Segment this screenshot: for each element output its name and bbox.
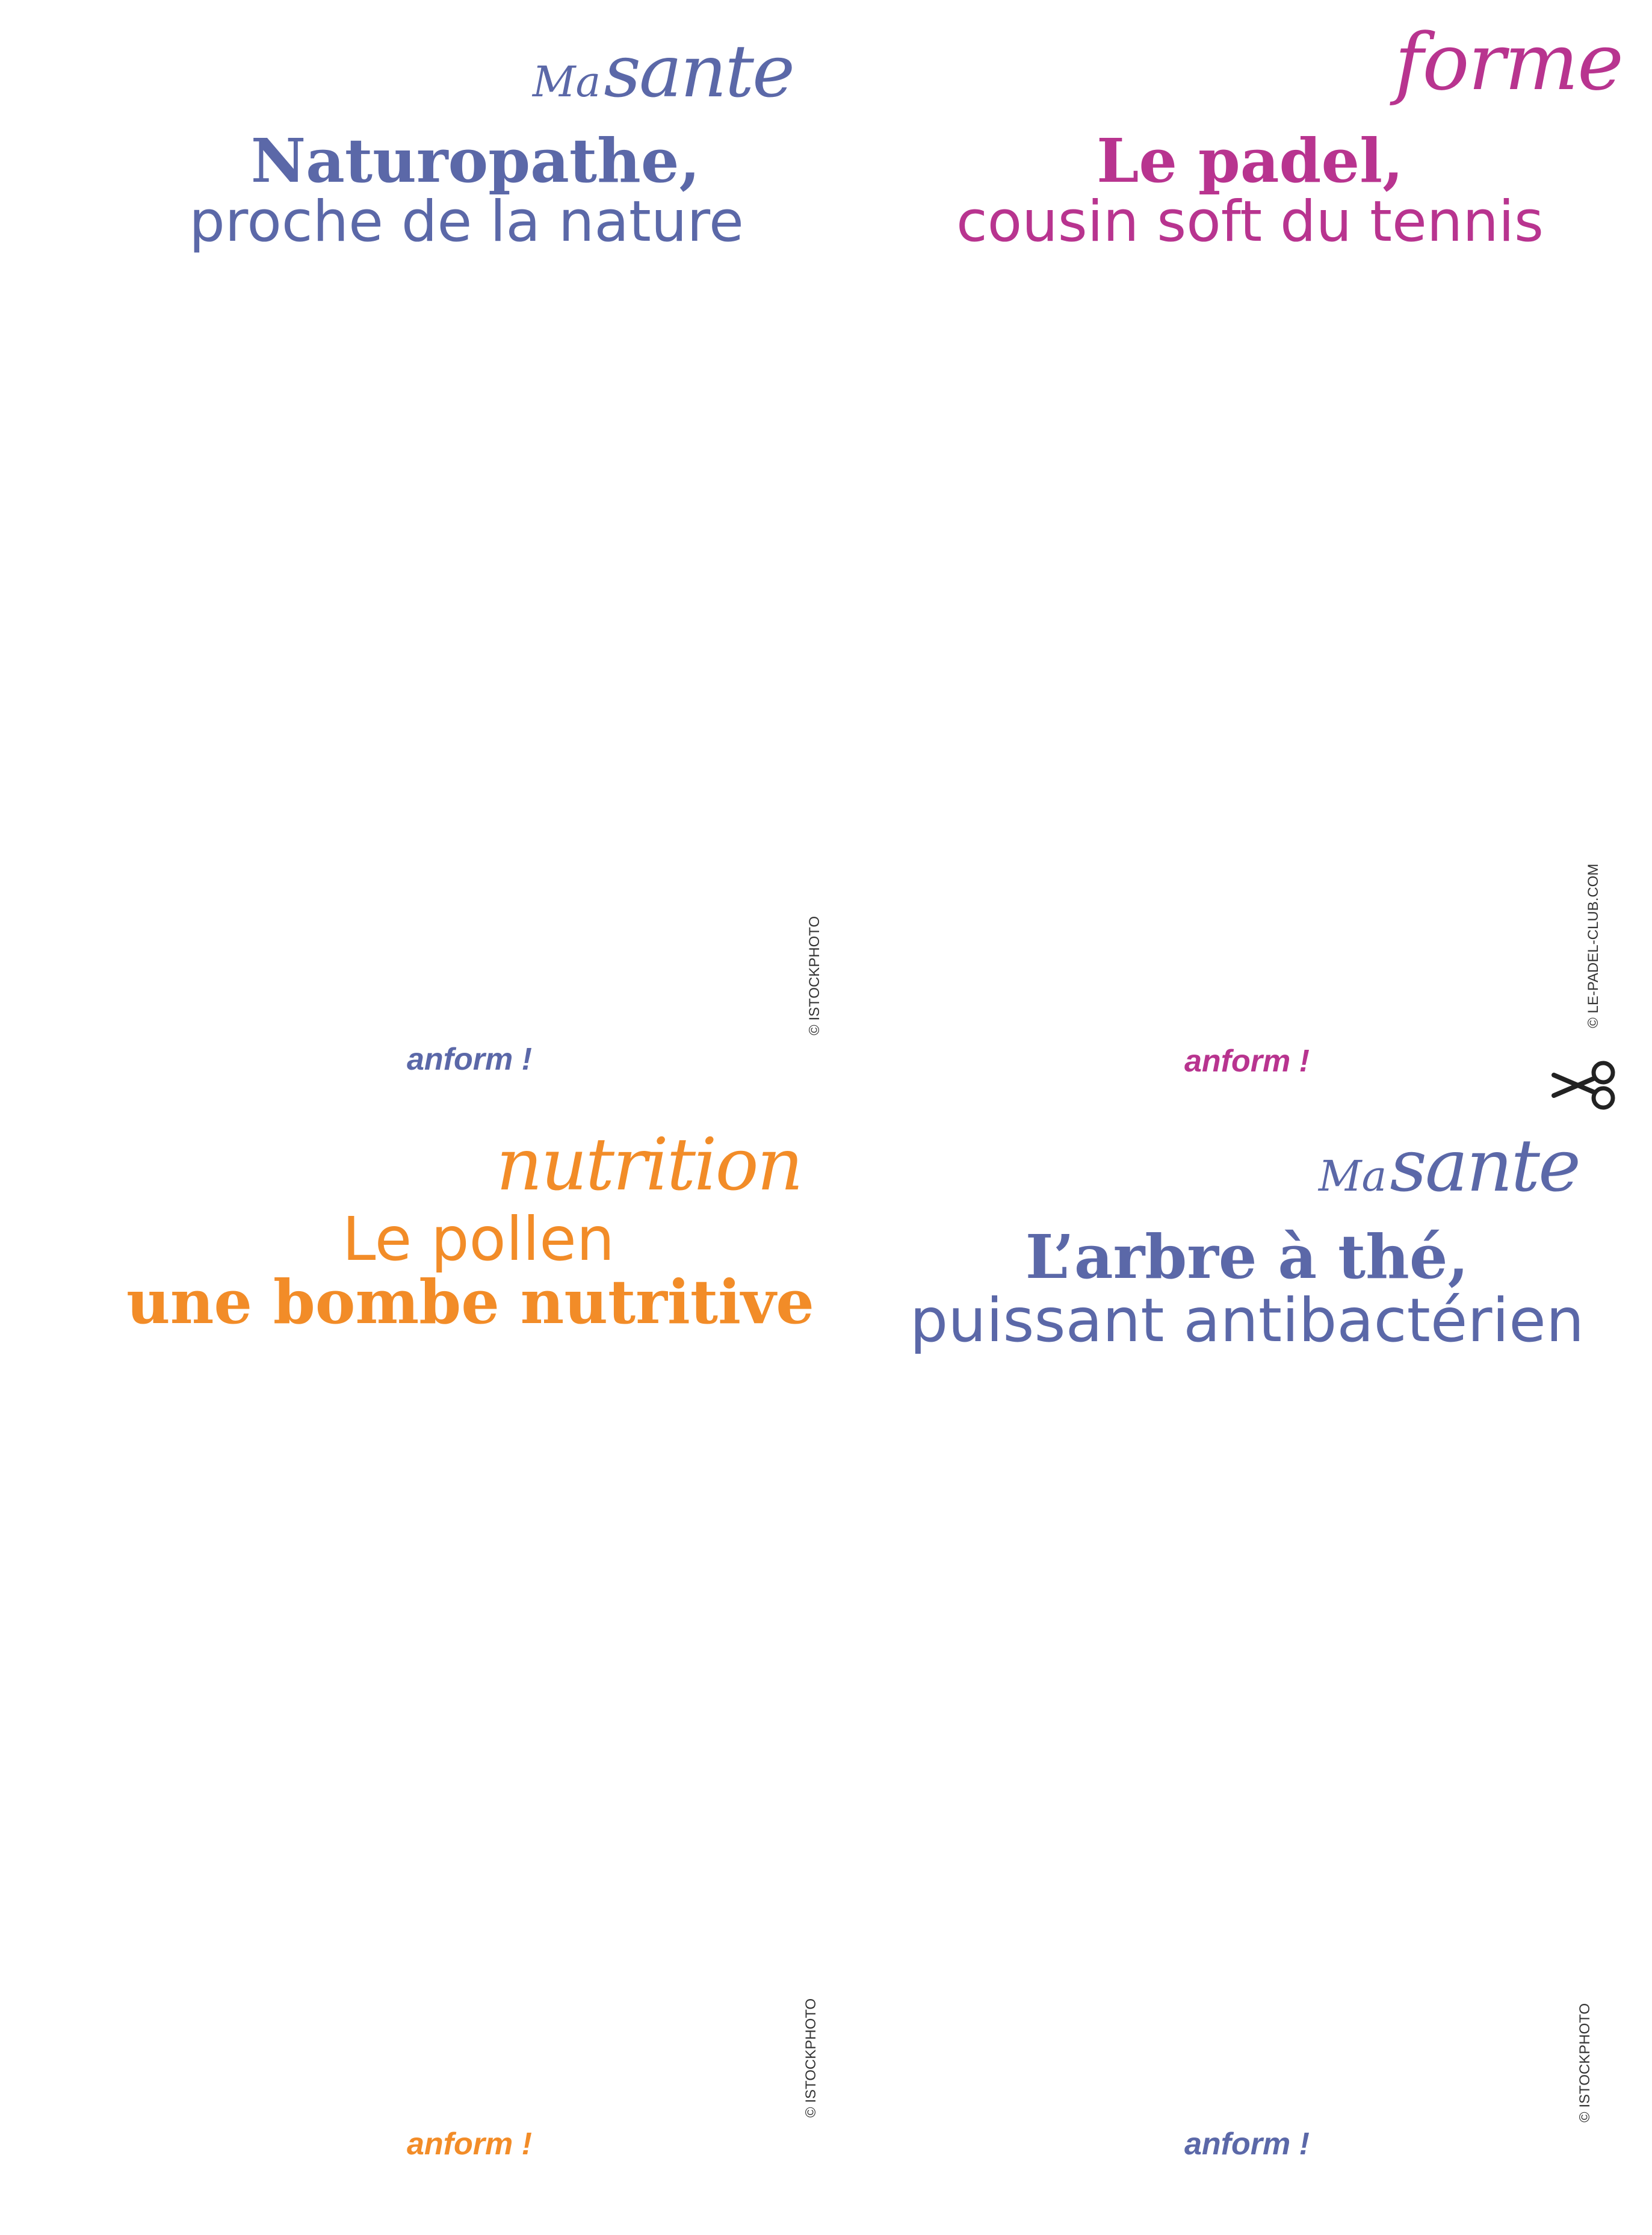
photo-credit: © ISTOCKPHOTO [803, 1998, 819, 2118]
photo-credit: © LE-PADEL-CLUB.COM [1585, 863, 1601, 1028]
category-label: nutrition [496, 1129, 803, 1201]
card-title: Le pollen [342, 1204, 615, 1274]
scissors-icon [1551, 1061, 1615, 1110]
category-name: nutrition [496, 1123, 803, 1207]
brand-logo: anform ! [1184, 1044, 1310, 1079]
card-title: L’arbre à thé, [1025, 1221, 1469, 1292]
card-pollen: nutrition Le pollen une bombe nutritive … [0, 1117, 826, 2234]
card-title: Le padel, [1097, 125, 1403, 196]
photo-credit: © ISTOCKPHOTO [806, 916, 823, 1035]
card-titles: Naturopathe, proche de la nature [126, 129, 806, 252]
brand-logo: anform ! [407, 1042, 532, 1077]
card-titles: Le pollen une bombe nutritive [126, 1204, 814, 1338]
card-subtitle: une bombe nutritive [126, 1266, 814, 1338]
card-arbre-a-the: Ma sante L’arbre à thé, puissant antibac… [826, 1117, 1651, 2234]
card-subtitle: proche de la nature [189, 189, 744, 255]
brand-logo: anform ! [407, 2127, 532, 2162]
card-padel: forme Le padel, cousin soft du tennis © … [826, 0, 1651, 1117]
photo-credit: © ISTOCKPHOTO [1577, 2003, 1593, 2122]
brand-logo: anform ! [1184, 2127, 1310, 2162]
card-titles: L’arbre à thé, puissant antibactérien [886, 1221, 1608, 1356]
category-name: sante [1390, 1124, 1581, 1208]
card-naturopathe: Ma sante Naturopathe, proche de la natur… [0, 0, 826, 1117]
category-prefix: Ma [532, 57, 601, 107]
category-label: Ma sante [1318, 1130, 1581, 1203]
category-prefix: Ma [1318, 1152, 1387, 1201]
category-name: forme [1394, 16, 1624, 108]
card-title: Naturopathe, [250, 125, 701, 196]
category-label: forme [1394, 23, 1624, 101]
card-subtitle: cousin soft du tennis [956, 189, 1544, 255]
card-titles: Le padel, cousin soft du tennis [910, 129, 1590, 252]
category-name: sante [604, 30, 795, 114]
card-subtitle: puissant antibactérien [909, 1285, 1585, 1356]
category-label: Ma sante [532, 36, 795, 108]
